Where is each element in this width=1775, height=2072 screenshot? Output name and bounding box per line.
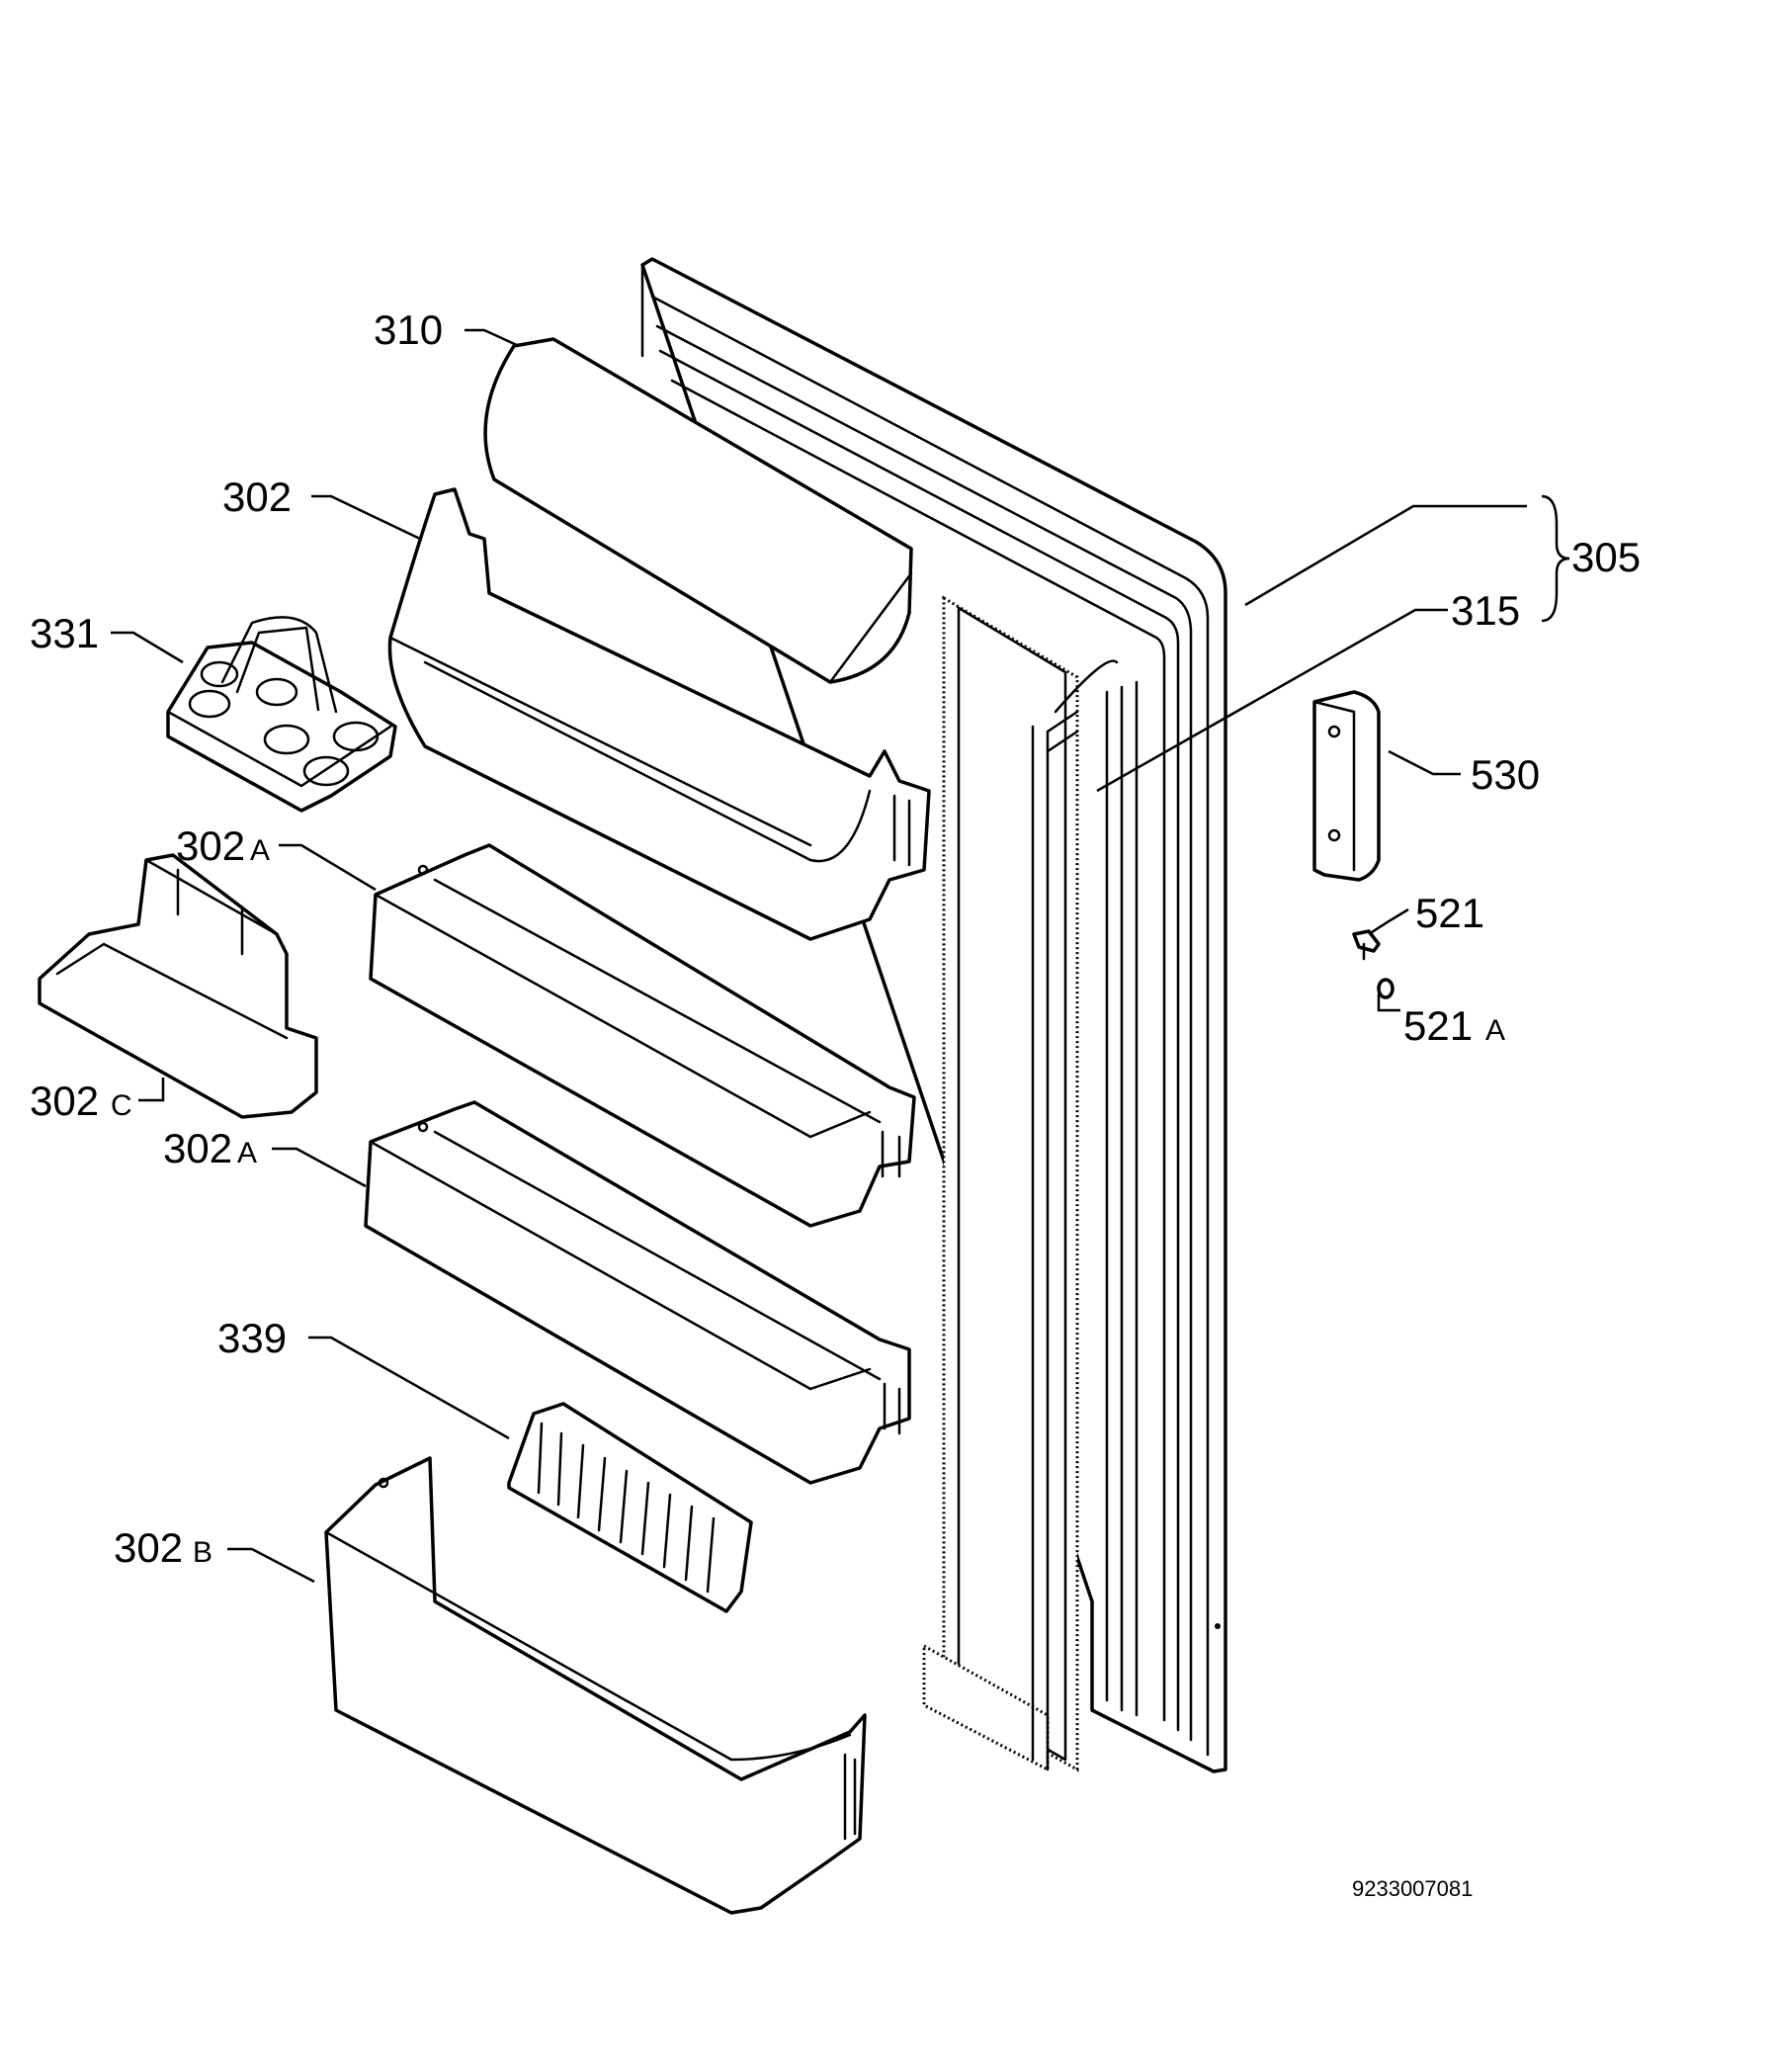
shelf-flap: [483, 337, 913, 684]
bottle-shelf-lower: [364, 1100, 911, 1485]
label-302c-number: 302: [30, 1078, 99, 1124]
label-305: 305: [1571, 534, 1641, 580]
label-302a-upper-number: 302: [176, 822, 245, 869]
label-302a-upper-suffix: A: [250, 834, 270, 867]
washer: [1377, 978, 1395, 999]
door-shelf: [387, 487, 931, 941]
door-gasket: [922, 595, 1119, 1772]
label-302a-lower-suffix: A: [237, 1137, 257, 1169]
callout-labels: 310 302 331 302 A 302 C 302 A 339 302 B …: [30, 306, 1641, 1901]
leader-lines: [111, 328, 1570, 1584]
label-302: 302: [222, 474, 292, 520]
label-521: 521: [1415, 890, 1484, 936]
handle: [1312, 690, 1381, 882]
label-339: 339: [217, 1315, 287, 1361]
label-521a-number: 521: [1403, 1002, 1473, 1049]
label-331: 331: [30, 610, 99, 656]
label-521a-suffix: A: [1485, 1014, 1505, 1047]
label-302a-lower-number: 302: [163, 1125, 232, 1171]
label-302c-suffix: C: [111, 1089, 132, 1122]
bottom-shelf: [324, 1456, 867, 1915]
bottle-retainer: [507, 1402, 753, 1613]
label-310: 310: [374, 306, 443, 353]
egg-holder: [166, 616, 397, 813]
small-shelf: [38, 853, 318, 1119]
bottle-shelf-upper: [369, 843, 916, 1228]
label-302b-suffix: B: [193, 1536, 212, 1569]
label-302b-number: 302: [114, 1524, 183, 1571]
drawing-reference-number: 9233007081: [1352, 1876, 1473, 1901]
label-530: 530: [1471, 751, 1540, 798]
label-315: 315: [1451, 587, 1520, 634]
screw: [1352, 929, 1381, 961]
